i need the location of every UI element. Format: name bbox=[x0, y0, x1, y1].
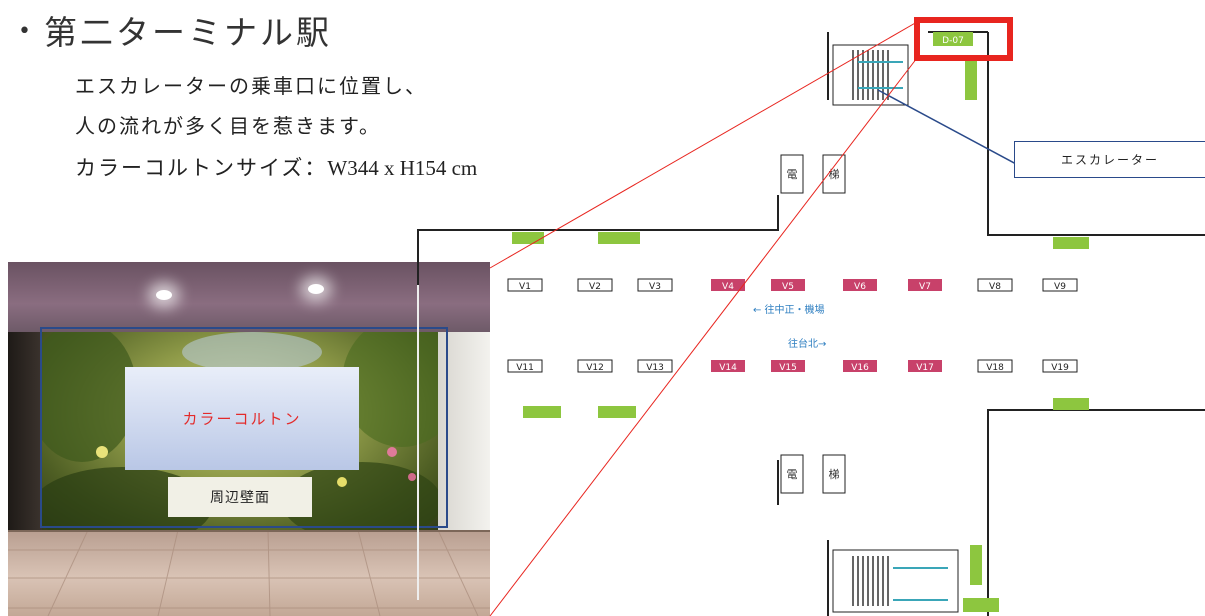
direction-label-1: ← 往中正・機場 bbox=[753, 303, 825, 316]
map-walls bbox=[417, 31, 1205, 616]
panel-d11 bbox=[970, 545, 982, 585]
gate-label-top: V2 bbox=[589, 282, 601, 292]
gate-label-top: V9 bbox=[1054, 282, 1066, 292]
gate-label-bottom: V18 bbox=[986, 363, 1004, 373]
gate-label-bottom: V12 bbox=[586, 363, 604, 373]
description-line-1: エスカレーターの乗車口に位置し、 bbox=[75, 74, 427, 98]
color-corton-area: カラーコルトン bbox=[125, 367, 359, 470]
panel-d05 bbox=[512, 232, 544, 244]
mural-wall bbox=[42, 332, 438, 532]
ceiling-light bbox=[156, 290, 172, 300]
location-photo: カラーコルトン 周辺壁面 bbox=[8, 262, 490, 616]
gate-label-top: V7 bbox=[919, 282, 931, 292]
gate-label-top: V5 bbox=[782, 282, 794, 292]
elevator-label: 梯 bbox=[829, 468, 840, 481]
gate-label-top: V1 bbox=[519, 282, 531, 292]
surrounding-wall-area: 周辺壁面 bbox=[168, 477, 312, 517]
panel-d06 bbox=[598, 232, 640, 244]
panel-d14 bbox=[523, 406, 561, 418]
panel-d10 bbox=[1053, 398, 1089, 410]
callout-connector bbox=[877, 89, 1019, 166]
panel-d08 bbox=[965, 60, 977, 100]
direction-label-2: 往台北→ bbox=[788, 337, 826, 350]
station-map: D-07 電 梯 電 梯 bbox=[417, 31, 1205, 616]
elevator-bottom-group: 電 梯 bbox=[780, 454, 846, 494]
size-value: W344 x H154 cm bbox=[327, 156, 478, 180]
panel-d12 bbox=[963, 598, 999, 612]
gate-label-bottom: V16 bbox=[851, 363, 869, 373]
escalator-box bbox=[832, 44, 909, 106]
station-name: 第二ターミナル駅 bbox=[43, 13, 332, 52]
size-label: カラーコルトンサイズ： bbox=[75, 156, 328, 180]
advertising-area-frame bbox=[40, 327, 448, 528]
elevator-label: 電 bbox=[787, 468, 798, 481]
elevator-top-group: 電 梯 bbox=[780, 154, 846, 194]
floor-tiles bbox=[8, 530, 490, 616]
page-title: • 第二ターミナル駅 bbox=[18, 6, 332, 54]
panel-d09 bbox=[1053, 237, 1089, 249]
gate-label-top: V4 bbox=[722, 282, 734, 292]
gate-label-bottom: V15 bbox=[779, 363, 797, 373]
escalator-callout: エスカレーター bbox=[1014, 141, 1205, 178]
floor bbox=[8, 530, 490, 616]
map-wall bbox=[987, 409, 1205, 530]
escalator-bottom bbox=[832, 549, 959, 613]
gate-label-bottom: V19 bbox=[1051, 363, 1069, 373]
gate-label-bottom: V13 bbox=[646, 363, 664, 373]
panel-d13 bbox=[598, 406, 636, 418]
size-line: カラーコルトンサイズ：W344 x H154 cm bbox=[75, 152, 477, 182]
description-line-2: 人の流れが多く目を惹きます。 bbox=[75, 114, 381, 138]
map-wall bbox=[987, 32, 1205, 236]
gate-label-bottom: V17 bbox=[916, 363, 934, 373]
elevator-label: 電 bbox=[787, 168, 798, 181]
gate-label-bottom: V14 bbox=[719, 363, 737, 373]
gate-label-top: V6 bbox=[854, 282, 866, 292]
ceiling bbox=[8, 262, 490, 332]
gate-label-top: V3 bbox=[649, 282, 661, 292]
bullet: • bbox=[18, 19, 34, 44]
gate-label-top: V8 bbox=[989, 282, 1001, 292]
ceiling-light bbox=[308, 284, 324, 294]
panel-d07-label: D-07 bbox=[942, 36, 964, 46]
escalator-top bbox=[832, 44, 909, 106]
escalator-box bbox=[832, 549, 959, 613]
elevator-label: 梯 bbox=[829, 168, 840, 181]
left-wall bbox=[8, 332, 42, 532]
floor-edge bbox=[8, 530, 490, 532]
gate-label-bottom: V11 bbox=[516, 363, 534, 373]
